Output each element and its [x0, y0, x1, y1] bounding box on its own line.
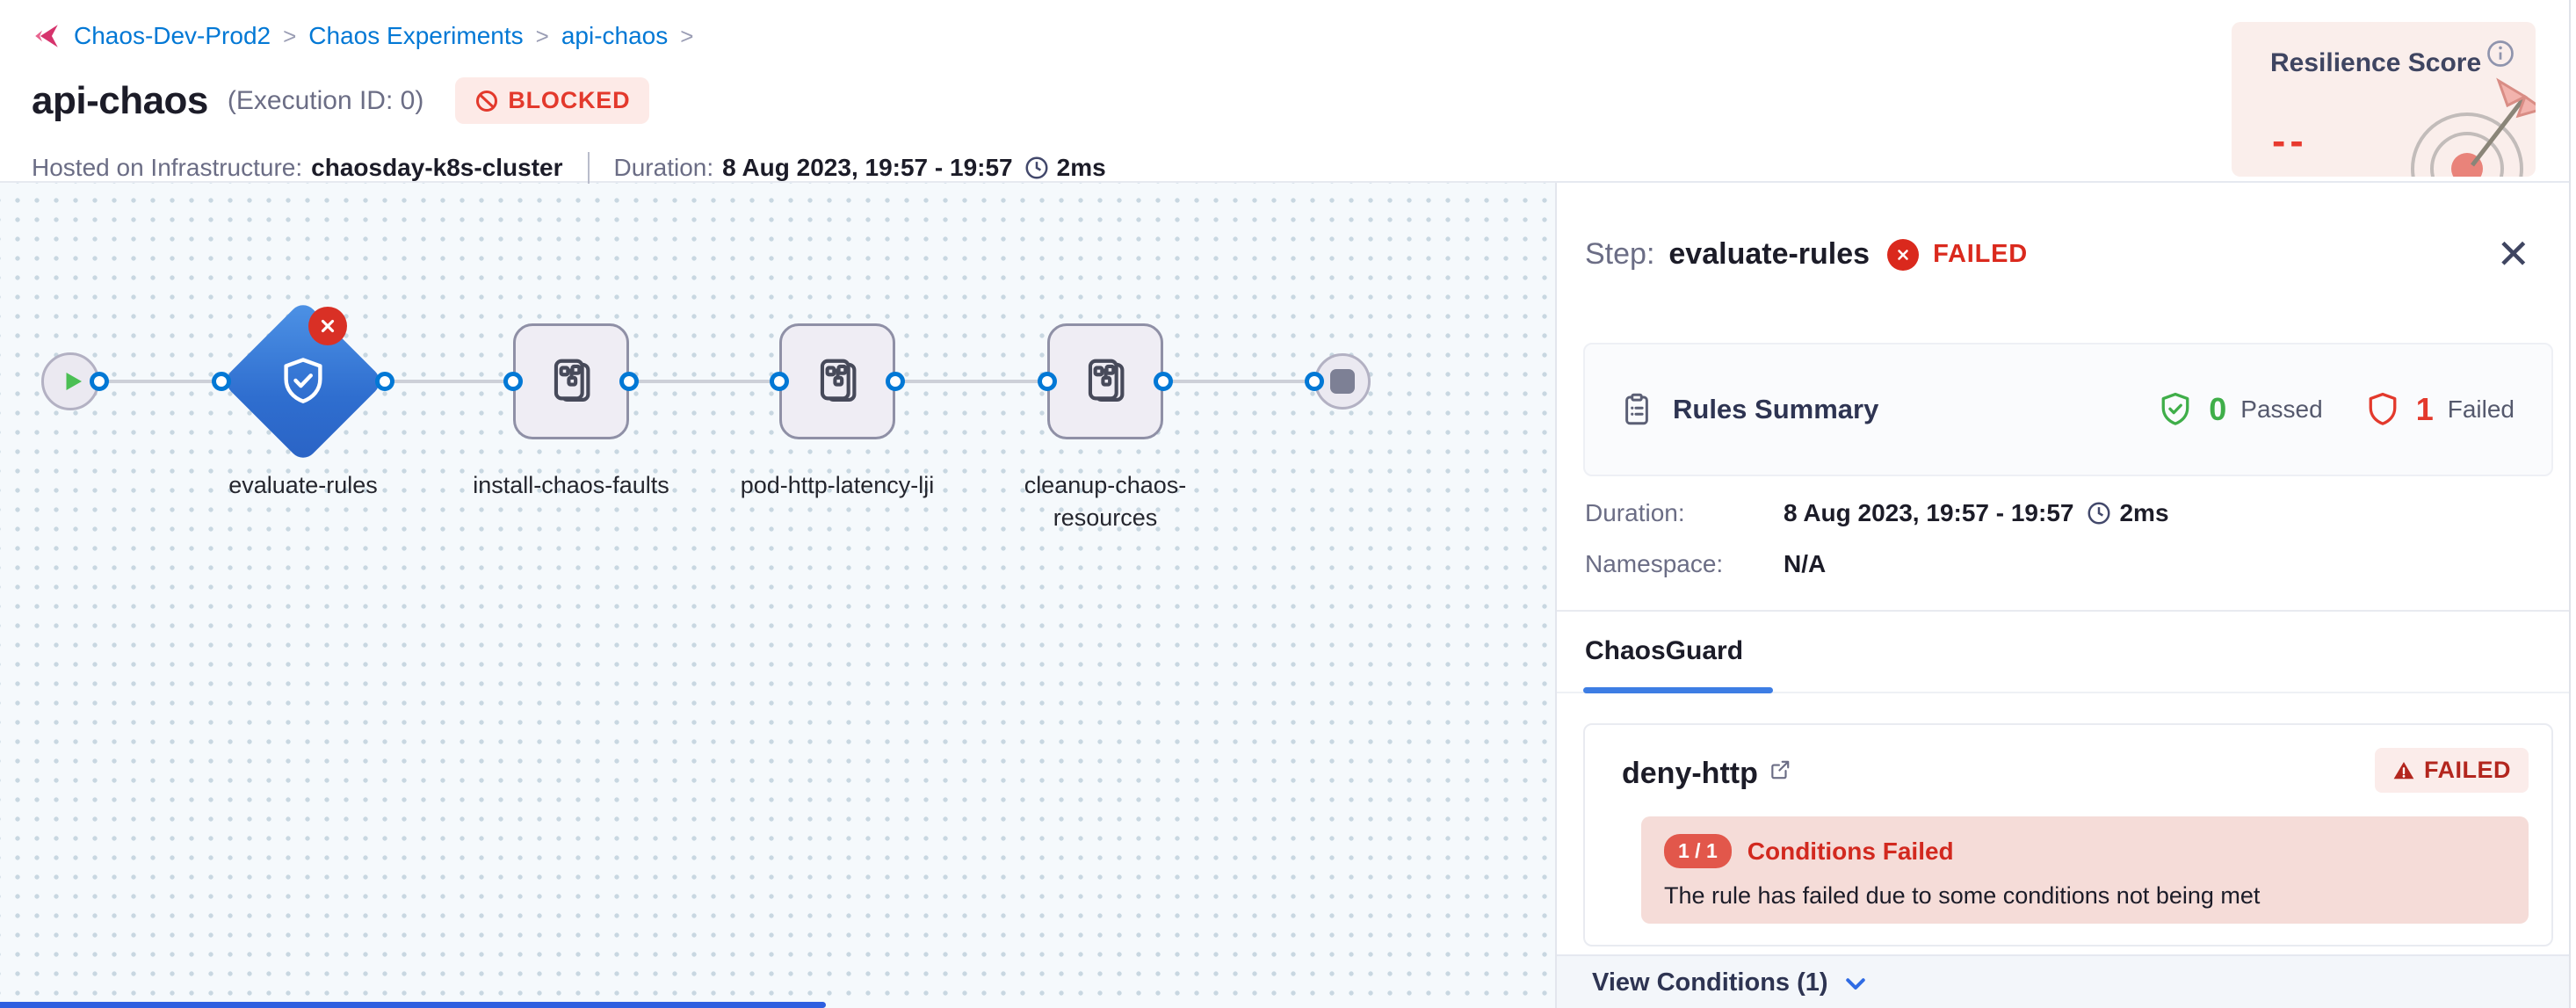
step-details-panel: Step: evaluate-rules FAILED ✕ Rules Summ…	[1555, 183, 2569, 1008]
clock-icon	[2086, 500, 2112, 526]
node-label-install-chaos-faults: install-chaos-faults	[473, 472, 669, 498]
connector-port[interactable]	[1038, 372, 1057, 391]
connector-port[interactable]	[212, 372, 231, 391]
shield-check-icon	[245, 323, 361, 439]
breadcrumb-experiment-link[interactable]: api-chaos	[561, 22, 669, 49]
title-row: api-chaos (Execution ID: 0) BLOCKED	[32, 77, 650, 124]
breadcrumb-separator: >	[680, 22, 694, 49]
failed-circle-icon	[1887, 238, 1920, 271]
step-label: Step:	[1585, 237, 1655, 271]
rule-failed-badge: FAILED	[2374, 748, 2529, 793]
node-label-pod-http-latency: pod-http-latency-lji	[740, 472, 935, 498]
connector-port[interactable]	[619, 372, 639, 391]
panel-duration-value: 8 Aug 2023, 19:57 - 19:57	[1784, 499, 2074, 526]
play-icon	[60, 368, 86, 395]
chaos-fault-icon	[544, 354, 598, 409]
conditions-ratio-pill: 1 / 1	[1664, 834, 1732, 868]
duration-row: Duration: 8 Aug 2023, 19:57 - 19:57 2ms	[1585, 499, 2169, 527]
resilience-score-title: Resilience Score	[2270, 48, 2482, 77]
node-failed-badge-icon	[308, 307, 347, 345]
page-vertical-scrollbar-track[interactable]	[2569, 0, 2576, 1008]
hosted-label: Hosted on Infrastructure:	[32, 153, 303, 181]
shield-failed-icon	[2363, 390, 2402, 429]
failed-count: 1	[2415, 391, 2434, 427]
passed-label: Passed	[2240, 395, 2323, 423]
step-status: FAILED	[1933, 240, 2028, 268]
passed-count: 0	[2209, 391, 2227, 427]
step-name: evaluate-rules	[1668, 237, 1870, 271]
node-label-evaluate-rules: evaluate-rules	[228, 472, 378, 498]
execution-id: (Execution ID: 0)	[227, 85, 424, 115]
connector-port[interactable]	[90, 372, 109, 391]
rules-summary-card: Rules Summary 0 Passed 1 Failed	[1583, 343, 2553, 476]
clock-icon	[1024, 155, 1050, 187]
failed-label: Failed	[2447, 395, 2514, 423]
harness-chaos-logo-icon	[32, 21, 62, 51]
rule-badge-label: FAILED	[2423, 757, 2511, 783]
connector-port[interactable]	[770, 372, 789, 391]
duration-label: Duration:	[613, 153, 714, 181]
stop-icon	[1330, 369, 1355, 394]
connector-port[interactable]	[886, 372, 905, 391]
step-header: Step: evaluate-rules FAILED	[1585, 237, 2028, 272]
active-tab-underline	[1583, 687, 1773, 693]
panel-duration-label: Duration:	[1585, 499, 1685, 526]
breadcrumb-separator: >	[535, 22, 549, 49]
conditions-failed-alert: 1 / 1 Conditions Failed The rule has fai…	[1641, 816, 2529, 924]
shield-passed-icon	[2156, 390, 2195, 429]
chaos-fault-icon	[810, 354, 865, 409]
connector-port[interactable]	[503, 372, 523, 391]
tab-baseline	[1557, 692, 2569, 693]
canvas-horizontal-scrollbar[interactable]	[0, 1002, 826, 1008]
connector-port[interactable]	[375, 372, 394, 391]
breadcrumb-project-link[interactable]: Chaos-Dev-Prod2	[74, 22, 271, 49]
tab-chaosguard[interactable]: ChaosGuard	[1585, 636, 1744, 665]
breadcrumb-separator: >	[283, 22, 297, 49]
namespace-value: N/A	[1784, 550, 1827, 577]
resilience-score-card: Resilience Score --	[2232, 22, 2536, 177]
rule-card-deny-http: deny-http FAILED 1 / 1 Conditions Failed	[1583, 723, 2553, 946]
breadcrumb-experiments-link[interactable]: Chaos Experiments	[308, 22, 524, 49]
node-label-cleanup-chaos-resources: cleanup-chaos-resources	[1024, 472, 1187, 531]
edge-line	[99, 380, 1314, 383]
rule-name-link[interactable]: deny-http	[1622, 757, 1758, 790]
duration-ms: 2ms	[1056, 153, 1106, 181]
warning-triangle-icon	[2392, 759, 2415, 782]
panel-divider	[1557, 610, 2569, 612]
connector-port[interactable]	[1305, 372, 1324, 391]
status-badge-blocked: BLOCKED	[455, 77, 650, 124]
namespace-label: Namespace:	[1585, 550, 1724, 577]
infrastructure-name: chaosday-k8s-cluster	[311, 153, 563, 181]
info-icon[interactable]	[2485, 38, 2516, 74]
node-pod-http-latency[interactable]	[779, 323, 895, 439]
node-install-chaos-faults[interactable]	[513, 323, 629, 439]
resilience-score-value: --	[2272, 118, 2308, 163]
target-arrow-illustration	[2362, 54, 2536, 177]
rules-summary-title: Rules Summary	[1673, 394, 1879, 424]
meta-row: Hosted on Infrastructure: chaosday-k8s-c…	[32, 151, 1106, 184]
conditions-failed-description: The rule has failed due to some conditio…	[1664, 882, 2261, 909]
view-conditions-label: View Conditions (1)	[1592, 968, 1828, 997]
status-badge-label: BLOCKED	[508, 87, 631, 113]
chevron-down-icon[interactable]	[1842, 970, 1869, 997]
meta-divider	[587, 151, 590, 184]
duration-value: 8 Aug 2023, 19:57 - 19:57	[722, 153, 1013, 181]
breadcrumb: Chaos-Dev-Prod2 > Chaos Experiments > ap…	[32, 21, 693, 51]
connector-port[interactable]	[1154, 372, 1173, 391]
blocked-icon	[474, 89, 499, 113]
close-icon[interactable]: ✕	[2496, 231, 2530, 277]
node-cleanup-chaos-resources[interactable]	[1047, 323, 1163, 439]
external-link-icon[interactable]	[1769, 758, 1791, 781]
panel-duration-ms: 2ms	[2119, 499, 2169, 526]
page-header: Chaos-Dev-Prod2 > Chaos Experiments > ap…	[0, 0, 2576, 184]
clipboard-icon	[1618, 391, 1655, 428]
rule-card-footer: View Conditions (1)	[1557, 954, 2569, 1008]
view-conditions-toggle[interactable]: View Conditions (1)	[1592, 968, 1869, 997]
pipeline-canvas[interactable]: evaluate-rules install-chaos-faults	[0, 183, 1555, 1008]
namespace-row: Namespace: N/A	[1585, 550, 1826, 578]
conditions-failed-title: Conditions Failed	[1747, 837, 1954, 865]
page-title: api-chaos	[32, 78, 208, 122]
chaos-fault-icon	[1078, 354, 1132, 409]
